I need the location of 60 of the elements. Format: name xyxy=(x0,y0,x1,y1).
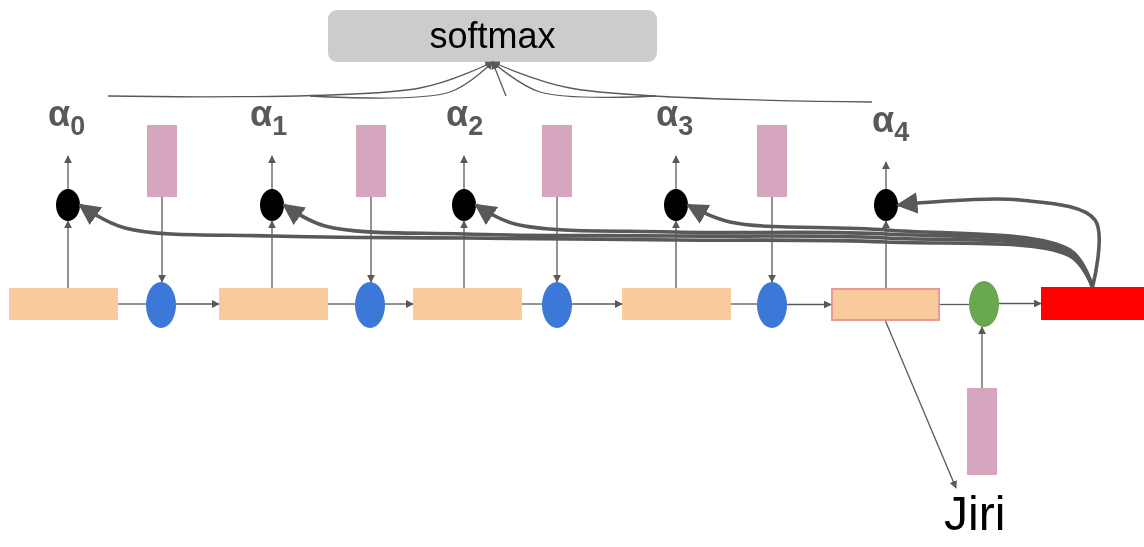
softmax-box xyxy=(328,10,657,62)
hidden-state-box xyxy=(413,288,522,320)
arrow xyxy=(268,155,276,190)
arrow xyxy=(268,220,276,289)
arrow xyxy=(460,220,468,289)
arrow xyxy=(64,155,72,190)
cell-oval xyxy=(757,282,787,328)
cell-oval xyxy=(542,282,572,328)
hidden-state-box xyxy=(219,288,328,320)
attention-weight-label: α$_{3}$ xyxy=(656,96,694,141)
connector-line xyxy=(117,303,147,305)
attention-weight-label: α$_{2}$ xyxy=(446,96,484,141)
hidden-state-box xyxy=(622,288,731,320)
arrow xyxy=(895,192,1101,288)
arrow xyxy=(686,203,1095,288)
arrow xyxy=(768,196,776,283)
arrow xyxy=(978,326,986,389)
arrow xyxy=(553,196,561,283)
score-dot xyxy=(664,189,688,221)
arrow xyxy=(64,220,72,289)
cell-oval xyxy=(146,282,176,328)
softmax-label: softmax xyxy=(429,18,556,54)
embedding-bar xyxy=(147,125,177,197)
cell-oval xyxy=(355,282,385,328)
arrow xyxy=(367,196,375,283)
score-dot xyxy=(56,189,80,221)
connector-line xyxy=(327,303,356,305)
score-dot xyxy=(260,189,284,221)
arrow xyxy=(882,220,890,289)
arrow xyxy=(460,155,468,190)
arrow xyxy=(884,320,957,489)
cell-oval xyxy=(969,281,999,327)
arrow xyxy=(998,299,1042,308)
arrow xyxy=(786,300,832,309)
attention-weight-label: α$_{1}$ xyxy=(250,96,288,141)
attention-weight-label: α$_{4}$ xyxy=(872,102,910,147)
attention-weight-label: α$_{0}$ xyxy=(48,96,86,141)
embedding-bar xyxy=(967,388,997,475)
hidden-state-box xyxy=(9,288,118,320)
score-dot xyxy=(452,189,476,221)
arrow xyxy=(571,300,623,308)
arrow xyxy=(491,61,507,97)
arrow xyxy=(384,300,414,308)
arrow xyxy=(158,196,166,283)
arrow xyxy=(491,61,873,103)
arrow xyxy=(882,161,890,190)
connector-line xyxy=(521,303,543,305)
output-word: Jiri xyxy=(944,488,1006,541)
connector-line xyxy=(730,303,758,305)
embedding-bar xyxy=(356,125,386,197)
arrow xyxy=(672,220,680,289)
embedding-bar xyxy=(757,125,787,197)
hidden-state-box xyxy=(831,288,940,321)
decoder-state-bar xyxy=(1041,287,1144,320)
arrow xyxy=(175,300,220,308)
score-dot xyxy=(874,189,898,221)
connector-line xyxy=(939,303,970,306)
arrow xyxy=(672,155,680,190)
arrow xyxy=(309,61,494,99)
embedding-bar xyxy=(542,125,572,197)
